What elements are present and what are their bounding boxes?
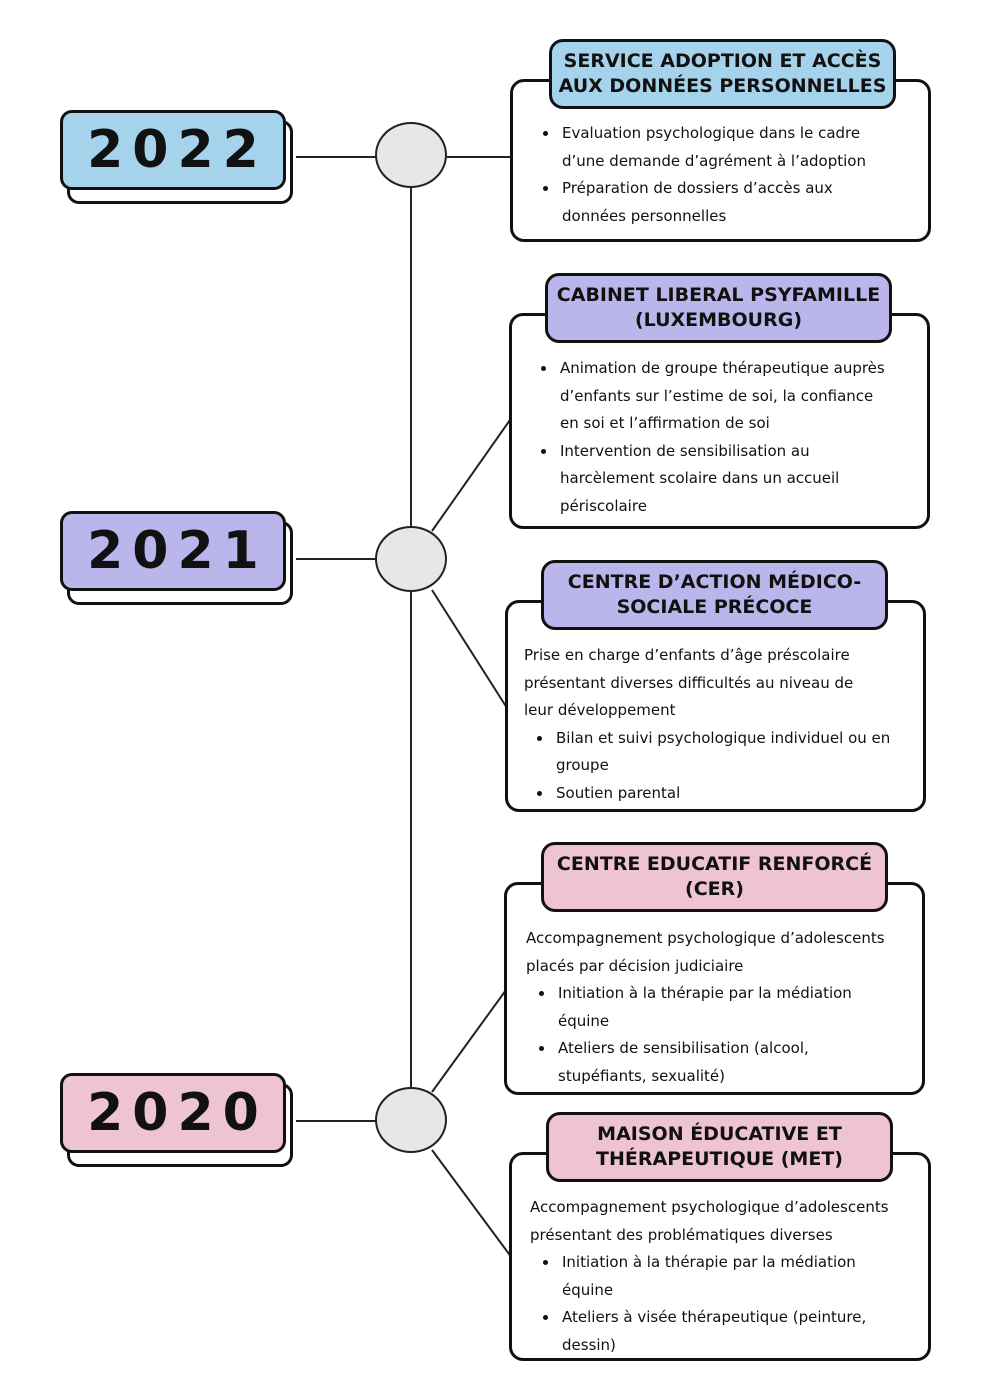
connector-2020-card-2 xyxy=(431,1149,513,1259)
card-bullet-line: Initiation à la thérapie par la médiatio… xyxy=(562,1253,856,1271)
card-bullet-list: Bilan et suivi psychologique individuel … xyxy=(524,725,922,808)
card-intro-line: Accompagnement psychologique d’adolescen… xyxy=(530,1198,889,1216)
card-title: CABINET LIBERAL PSYFAMILLE (LUXEMBOURG) xyxy=(545,273,892,343)
card-intro-line: présentant diverses difficultés au nivea… xyxy=(524,673,854,692)
card-bullet-item: Intervention de sensibilisation au harcèl… xyxy=(541,438,924,521)
card-bullet-line: Animation de groupe thérapeutique auprès xyxy=(560,359,885,377)
card-intro-line: Accompagnement psychologique d’adolescen… xyxy=(526,929,885,947)
year-tag-2020: 2020 xyxy=(60,1073,298,1169)
card-bullet-item: Soutien parental xyxy=(537,780,922,808)
connector-2020-card-1 xyxy=(431,989,507,1093)
card-bullet-line: Initiation à la thérapie par la médiatio… xyxy=(558,984,852,1002)
card-bullet-line: d’enfants sur l’estime de soi, la confia… xyxy=(560,386,874,405)
card-title: SERVICE ADOPTION ET ACCÈS AUX DONNÉES PER… xyxy=(549,39,896,109)
card-bullet-line: Intervention de sensibilisation au xyxy=(560,441,810,460)
card-bullet-line: d’une demande d’agrément à l’adoption xyxy=(562,151,866,170)
card-body: Prise en charge d’enfants d’âge préscola… xyxy=(524,642,922,807)
card-title-line: AUX DONNÉES PERSONNELLES xyxy=(558,75,887,97)
card-title-line: MAISON ÉDUCATIVE ET xyxy=(597,1123,842,1145)
card-intro-line: présentant des problématiques diverses xyxy=(530,1225,833,1244)
card-bullet-list: Animation de groupe thérapeutique auprès… xyxy=(526,355,924,520)
timeline-node-2020 xyxy=(375,1087,447,1153)
card-bullet-item: Initiation à la thérapie par la médiatio… xyxy=(539,980,924,1035)
card-title-line: CENTRE D’ACTION MÉDICO- xyxy=(567,571,862,593)
card-title-line: CABINET LIBERAL PSYFAMILLE xyxy=(556,284,881,306)
card-bullet-item: Ateliers à visée thérapeutique (peinture… xyxy=(543,1304,928,1359)
card-bullet-line: équine xyxy=(562,1280,614,1299)
card-bullet-line: Ateliers à visée thérapeutique (peinture… xyxy=(562,1308,867,1326)
card-bullet-line: harcèlement scolaire dans un accueil xyxy=(560,469,840,487)
card-title: CENTRE EDUCATIF RENFORCÉ (CER) xyxy=(541,842,888,912)
card-title-line: (LUXEMBOURG) xyxy=(634,309,803,331)
card-intro-line: leur développement xyxy=(524,701,676,719)
experience-card-cer xyxy=(504,882,925,1095)
card-bullet-item: Animation de groupe thérapeutique auprès… xyxy=(541,355,924,438)
card-intro-line: Prise en charge d’enfants d’âge préscola… xyxy=(524,646,850,664)
connector-2021-card-2 xyxy=(431,589,508,709)
card-body: Accompagnement psychologique d’adolescen… xyxy=(530,1194,928,1359)
year-tag-2021: 2021 xyxy=(60,511,298,607)
year-tag-2022: 2022 xyxy=(60,110,298,206)
card-bullet-item: Bilan et suivi psychologique individuel … xyxy=(537,725,922,780)
card-bullet-line: Soutien parental xyxy=(556,783,681,802)
card-intro-line: placés par décision judiciaire xyxy=(526,956,744,975)
experience-card-cabinet-psyfamille xyxy=(509,313,930,529)
card-bullet-line: équine xyxy=(558,1011,610,1030)
card-bullet-line: données personnelles xyxy=(562,206,727,225)
card-body: Animation de groupe thérapeutique auprès… xyxy=(526,355,924,520)
year-label: 2022 xyxy=(60,110,286,190)
card-title-line: CENTRE EDUCATIF RENFORCÉ xyxy=(556,853,873,875)
connector-2021-card-1 xyxy=(431,419,511,532)
card-bullet-item: Préparation de dossiers d’accès aux donné… xyxy=(543,175,923,230)
card-bullet-line: périscolaire xyxy=(560,496,647,515)
card-bullet-line: Préparation de dossiers d’accès aux xyxy=(562,179,833,197)
experience-card-met xyxy=(509,1152,931,1361)
card-title-line: SOCIALE PRÉCOCE xyxy=(616,596,813,618)
card-title-line: THÉRAPEUTIQUE (MET) xyxy=(596,1148,843,1170)
card-bullet-line: Evaluation psychologique dans le cadre xyxy=(562,124,861,142)
card-bullet-item: Evaluation psychologique dans le cadre d’… xyxy=(543,120,923,175)
card-title: MAISON ÉDUCATIVE ET THÉRAPEUTIQUE (MET) xyxy=(546,1112,893,1182)
card-title-line: (CER) xyxy=(685,878,744,900)
timeline-node-2022 xyxy=(375,122,447,188)
card-bullet-line: dessin) xyxy=(562,1335,616,1354)
card-bullet-line: Bilan et suivi psychologique individuel … xyxy=(556,728,891,747)
card-title: CENTRE D’ACTION MÉDICO- SOCIALE PRÉCOCE xyxy=(541,560,888,630)
year-label: 2021 xyxy=(60,511,286,591)
card-bullet-list: Initiation à la thérapie par la médiatio… xyxy=(530,1249,928,1359)
card-bullet-item: Initiation à la thérapie par la médiatio… xyxy=(543,1249,928,1304)
card-bullet-line: Ateliers de sensibilisation (alcool, xyxy=(558,1039,809,1057)
card-bullet-line: en soi et l’affirmation de soi xyxy=(560,414,770,432)
experience-card-camsp xyxy=(505,600,926,812)
card-bullet-list: Initiation à la thérapie par la médiatio… xyxy=(526,980,924,1090)
card-body: Accompagnement psychologique d’adolescen… xyxy=(526,925,924,1090)
card-body: Evaluation psychologique dans le cadre d’… xyxy=(528,120,923,230)
card-bullet-list: Evaluation psychologique dans le cadre d’… xyxy=(528,120,923,230)
card-title-line: SERVICE ADOPTION ET ACCÈS xyxy=(563,50,882,72)
timeline-node-2021 xyxy=(375,526,447,592)
card-bullet-line: groupe xyxy=(556,756,609,774)
card-bullet-line: stupéfiants, sexualité) xyxy=(558,1066,725,1085)
card-bullet-item: Ateliers de sensibilisation (alcool, stup… xyxy=(539,1035,924,1090)
year-label: 2020 xyxy=(60,1073,286,1153)
